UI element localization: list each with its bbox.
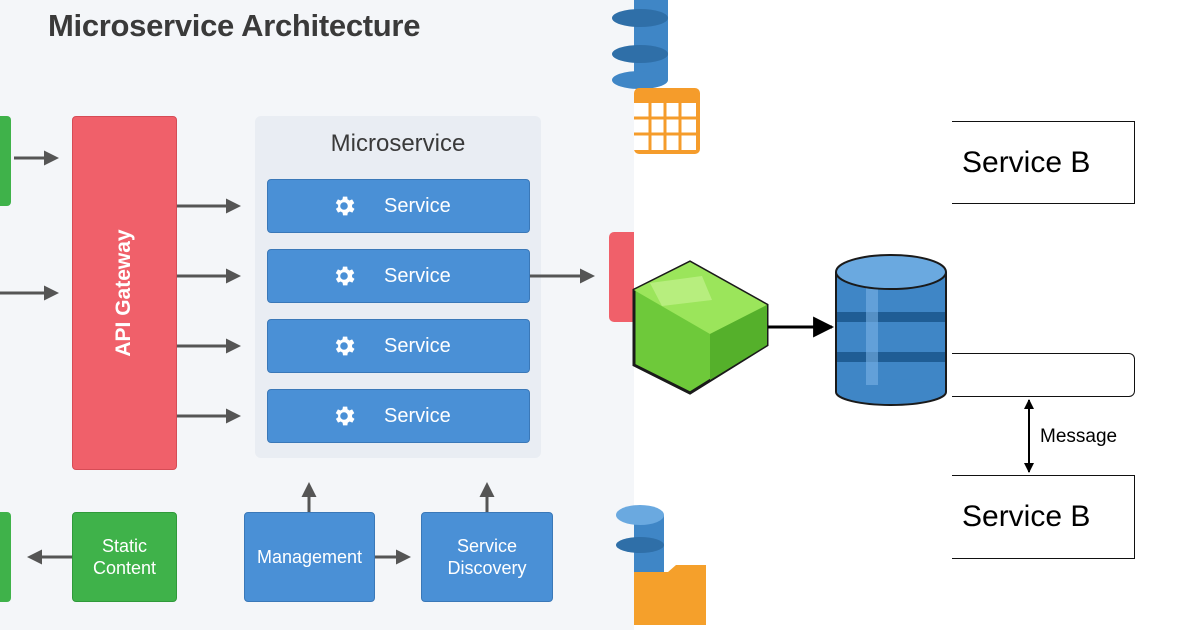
service-label: Service [384, 195, 451, 217]
database-icon [616, 505, 664, 575]
service-box [267, 179, 530, 233]
service-box [267, 319, 530, 373]
client-node-bottom [0, 512, 11, 602]
database-icon [835, 254, 947, 406]
management-box: Management [244, 512, 375, 602]
management-label: Management [256, 547, 363, 567]
service-label: Service [384, 265, 451, 287]
database-icon [612, 0, 668, 89]
service-discovery-label: Service Discovery [447, 536, 527, 578]
message-label: Message [1040, 426, 1118, 447]
service-b-top-box: Service B [952, 121, 1135, 204]
service-box [267, 249, 530, 303]
static-content-box: Static Content [72, 512, 177, 602]
service-box [267, 389, 530, 443]
table-icon [634, 88, 700, 154]
diagram-title: Microservice Architecture [48, 8, 421, 43]
service-discovery-box: Service Discovery [421, 512, 553, 602]
service-label: Service [384, 335, 451, 357]
service-label: Service [384, 405, 451, 427]
external-node [609, 232, 634, 322]
microservice-container-title: Microservice [330, 130, 466, 157]
microservice-architecture-diagram: Microservice Architecture API Gateway Mi… [0, 0, 634, 630]
service-b-bottom-label: Service B [962, 500, 1091, 533]
service-b-bottom-box: Service B [952, 475, 1135, 559]
api-gateway-box [72, 116, 177, 470]
middle-service-box [952, 353, 1135, 397]
client-node-top [0, 116, 11, 206]
static-content-label: Static Content [92, 536, 157, 578]
left-arrows [0, 150, 595, 565]
package-icon [632, 260, 769, 395]
service-b-top-label: Service B [962, 145, 1091, 179]
folder-icon [634, 565, 706, 625]
